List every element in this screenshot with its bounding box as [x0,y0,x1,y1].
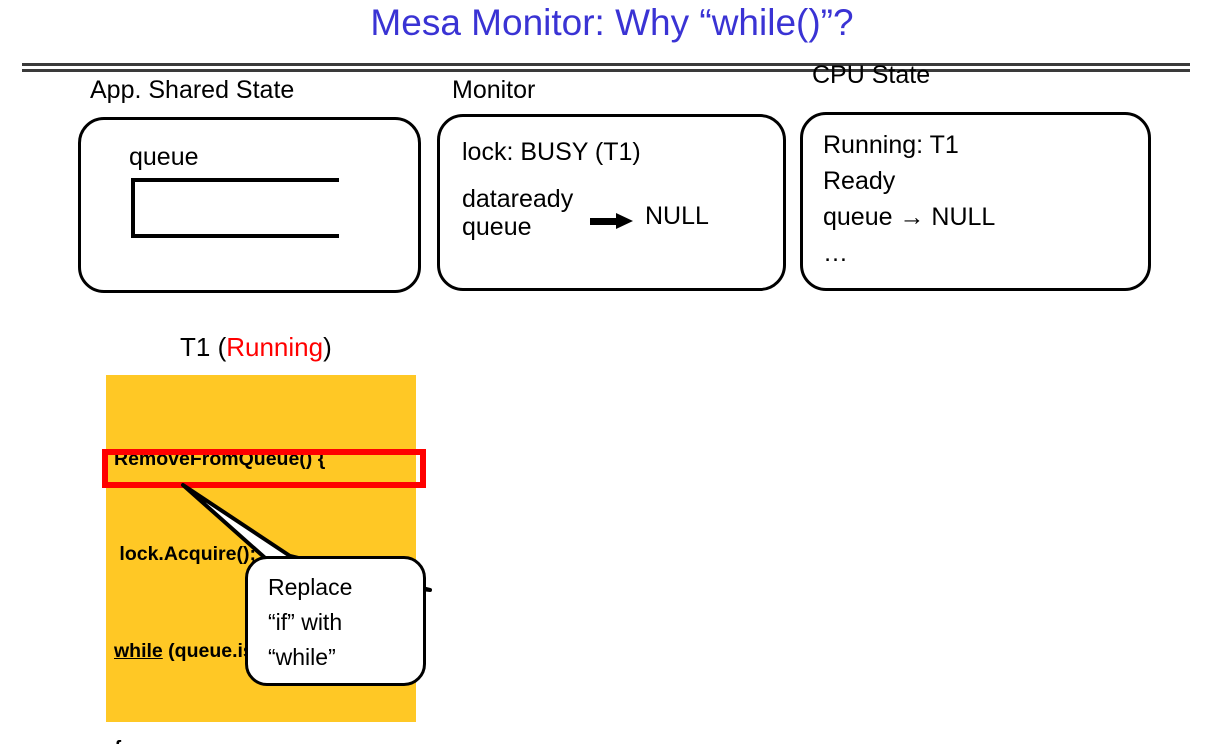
right-arrow-icon [590,213,634,229]
arrow-shaft [590,218,618,225]
thread-label: T1 (Running) [180,332,332,363]
cpu-state-box: Running: T1 Ready queue → NULL … [800,112,1151,291]
page-title: Mesa Monitor: Why “while()”? [370,2,854,43]
app-shared-state-box: queue [78,117,421,293]
title-divider-upper [22,63,1190,66]
column-caption-cpu-state: CPU State [812,61,931,89]
code-line: { [114,733,416,744]
empty-queue-bracket-icon [131,178,339,238]
column-caption-monitor: Monitor [452,76,536,104]
bracket-left-segment [131,178,135,238]
code-line: RemoveFromQueue() { [114,448,326,470]
bracket-bottom-segment [131,234,339,238]
monitor-dataready-queue-label: dataready queue [462,185,574,241]
column-caption-app-shared-state: App. Shared State [90,76,295,104]
callout-text: Replace “if” with “while” [268,574,353,670]
thread-name: T1 ( [180,332,227,362]
arrow-head [616,213,633,229]
while-keyword: while [114,640,163,662]
bracket-top-segment [131,178,339,182]
thread-state-badge: Running [226,332,324,362]
thread-name-close: ) [323,332,332,362]
app-queue-label: queue [129,143,199,171]
monitor-box: lock: BUSY (T1) dataready queue NULL [437,114,786,291]
cpu-state-lines: Running: T1 Ready queue → NULL … [823,131,996,267]
monitor-lock-state: lock: BUSY (T1) [462,138,641,166]
callout-bubble: Replace “if” with “while” [245,556,426,686]
title-divider-lower [22,69,1190,72]
monitor-dataready-queue-value: NULL [645,202,709,230]
